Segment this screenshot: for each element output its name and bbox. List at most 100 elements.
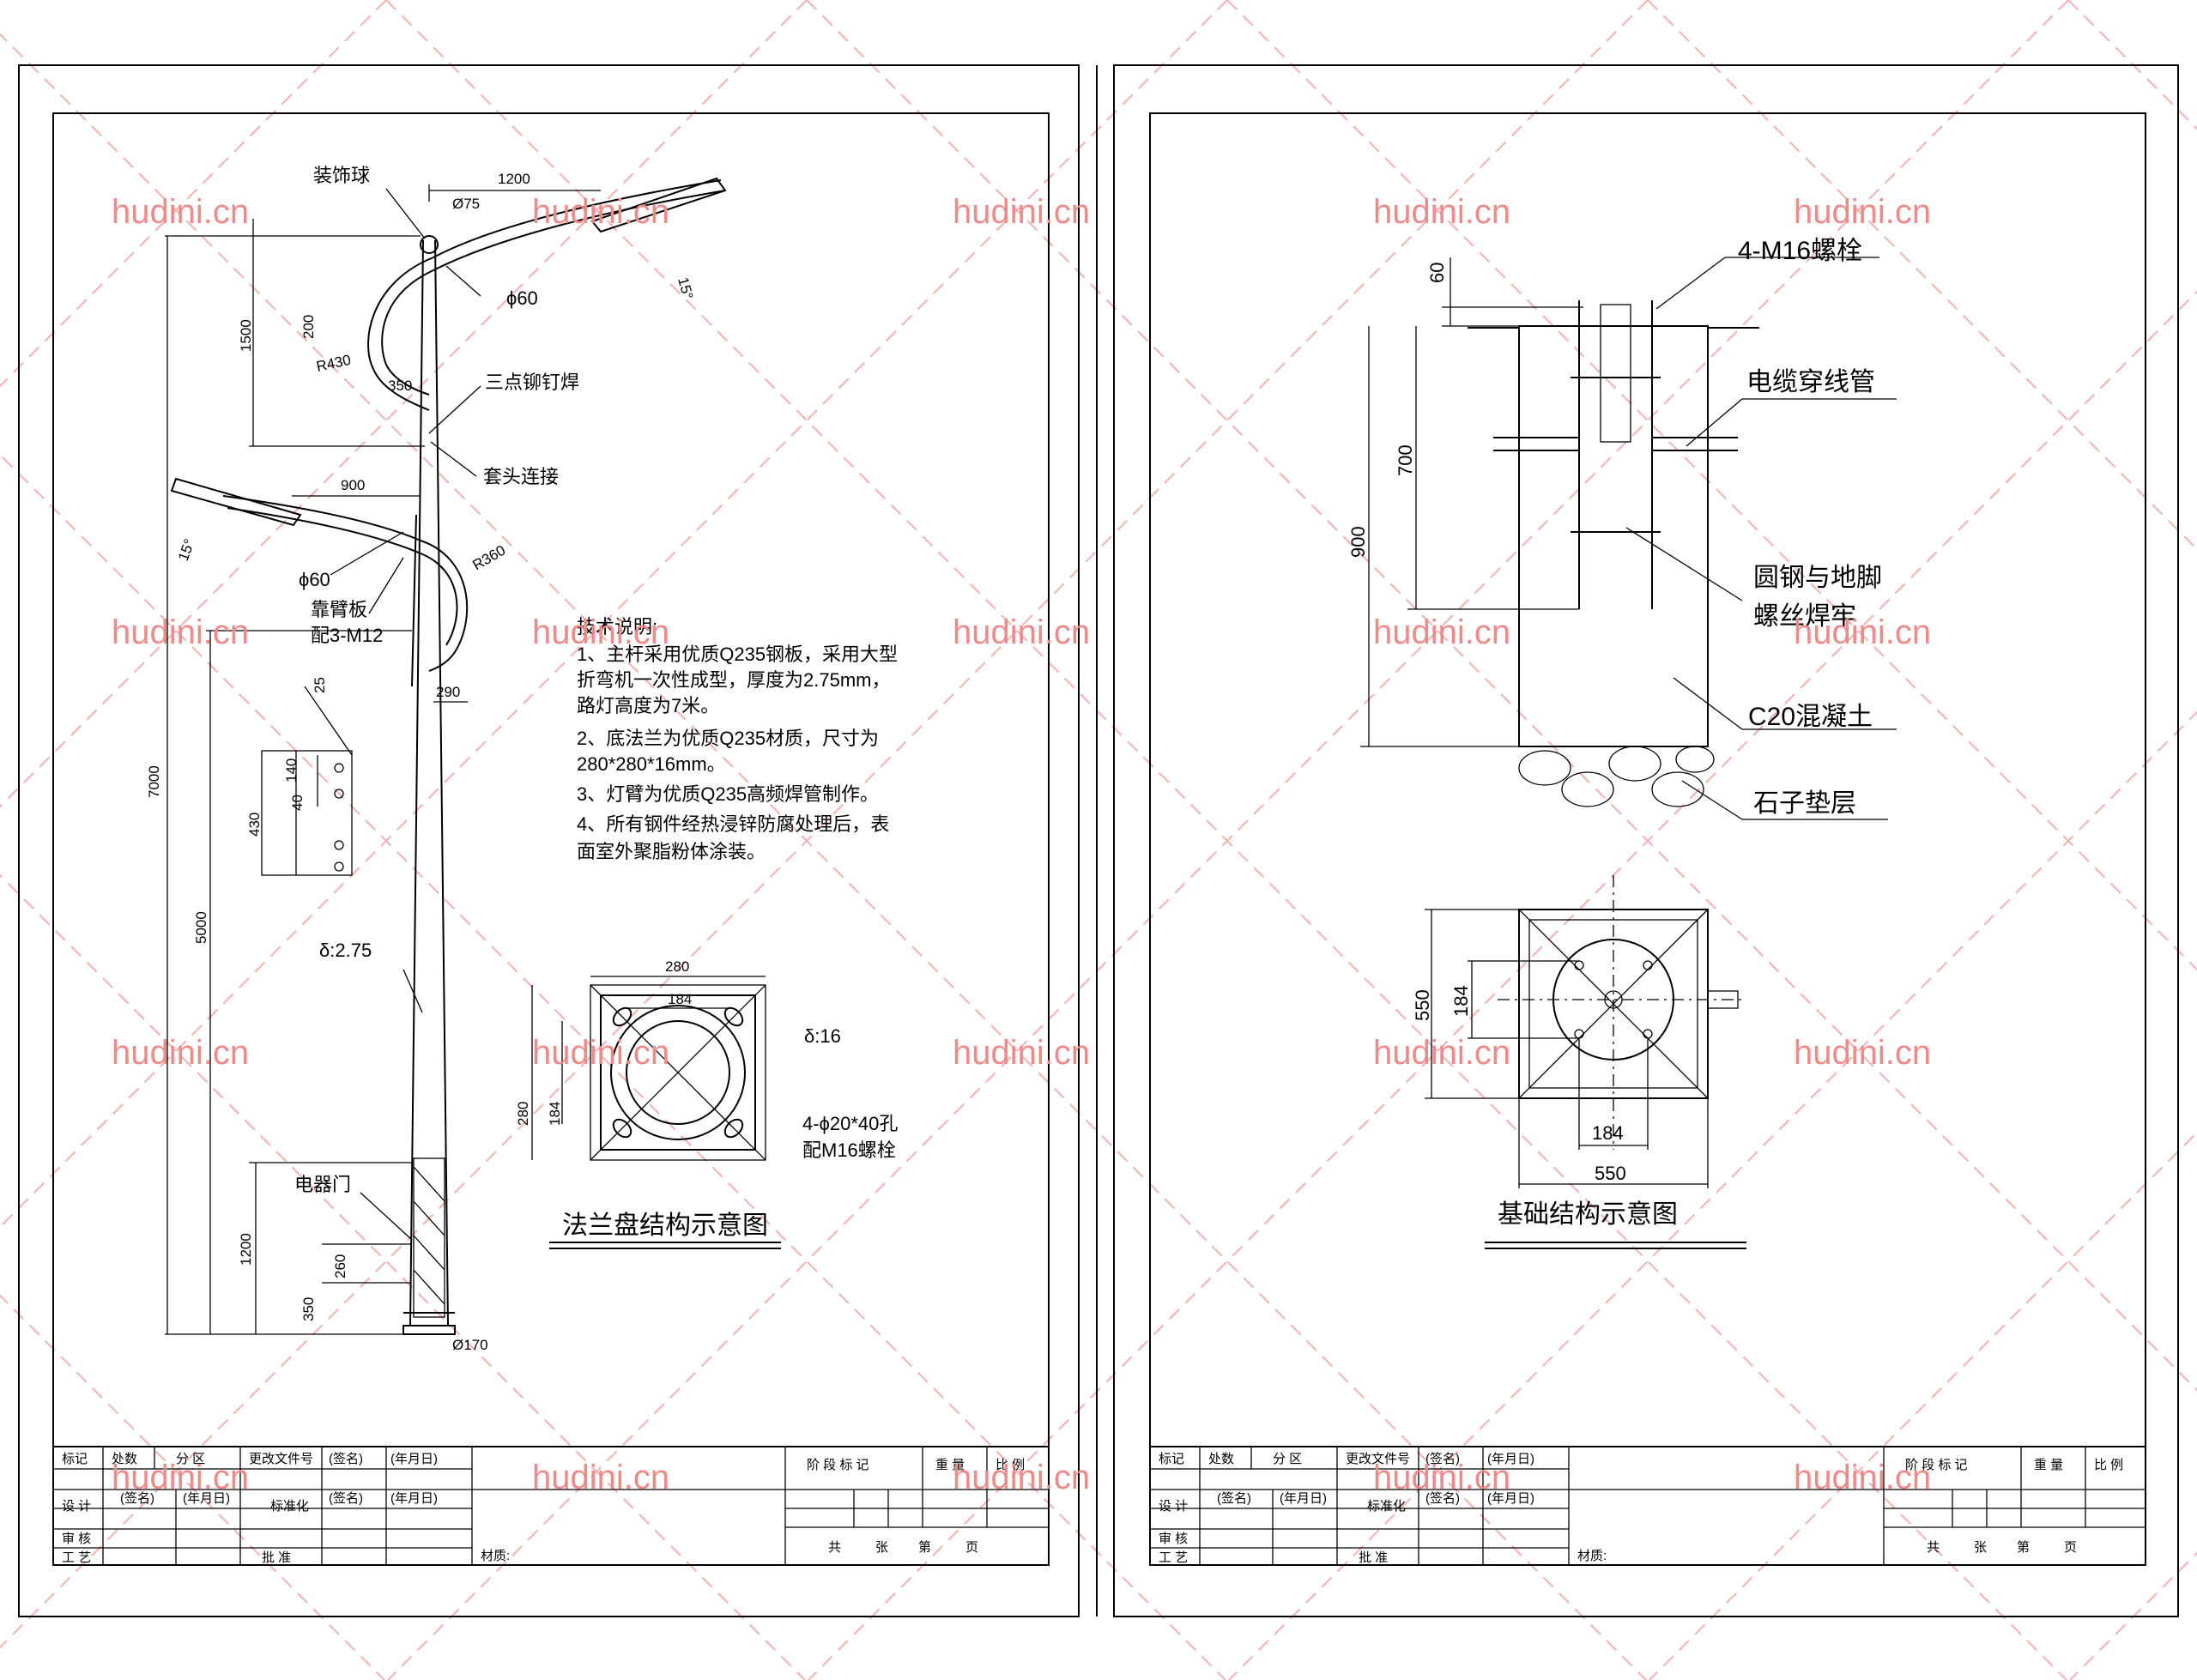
tb-cell: 审 核 [62, 1532, 91, 1546]
label-plate: 靠臂板 [311, 599, 367, 620]
tb-cell: 处数 [1208, 1452, 1234, 1466]
plan-dim-550-side: 550 [1412, 989, 1433, 1021]
tb-cell: 标准化 [1367, 1499, 1406, 1514]
watermark-line [0, 0, 387, 388]
flange-title: 法兰盘结构示意图 [562, 1212, 768, 1240]
tb-cell: (签名) [1425, 1452, 1460, 1466]
watermark-label: hudini.cn [112, 1034, 249, 1072]
dim-900: 900 [341, 477, 365, 493]
watermark-text: hudini.cn hudini.cn hudini.cn hudini.cn hudi… [112, 193, 1931, 1496]
tb-cell: 第 [2017, 1539, 2030, 1555]
tb-cell: 比 例 [996, 1458, 1025, 1472]
flange-thickness: δ:16 [804, 1025, 841, 1047]
plan-dim-184-side: 184 [1450, 985, 1472, 1017]
label-weld: 圆钢与地脚 [1753, 564, 1882, 592]
tb-cell: 批 准 [1359, 1550, 1388, 1565]
tb-cell: (年月日) [390, 1491, 438, 1506]
dim-1200: 1200 [498, 171, 530, 187]
notes-line: 280*280*16mm。 [577, 753, 726, 775]
tb-cell: (年月日) [390, 1452, 438, 1466]
watermark-line [387, 0, 2069, 1680]
flange-dim-184-top: 184 [668, 991, 692, 1007]
flange-diagram [531, 976, 781, 1249]
label-concrete: C20混凝土 [1748, 703, 1873, 731]
watermark-line [0, 453, 1226, 1680]
notes-line: 面室外聚脂粉体涂装。 [577, 841, 766, 862]
found-dim-60: 60 [1426, 263, 1448, 283]
watermark-line [0, 0, 1228, 1229]
tb-cell: 第 [918, 1539, 931, 1555]
dim-25: 25 [312, 677, 328, 693]
label-thickness: δ:2.75 [319, 940, 372, 961]
tb-cell: (年月日) [1280, 1491, 1327, 1506]
flange-bolts: 配M16螺栓 [802, 1139, 896, 1161]
watermark-line [1228, 710, 2197, 1680]
label-weld2: 螺丝焊牢 [1753, 602, 1856, 631]
label-gravel: 石子垫层 [1753, 789, 1856, 818]
flange-dim-280-top: 280 [665, 958, 689, 975]
foundation-section [1360, 257, 1897, 820]
tb-cell: (签名) [120, 1491, 154, 1506]
dim-430: 430 [246, 813, 263, 837]
watermark-label: hudini.cn [953, 613, 1090, 651]
watermark-label: hudini.cn [1794, 1459, 1931, 1496]
watermark-line [0, 0, 808, 808]
dim-260: 260 [332, 1254, 348, 1278]
watermark-label: hudini.cn [1794, 193, 1931, 231]
watermark-label: hudini.cn [1373, 1034, 1510, 1072]
watermark-line [808, 290, 2197, 1680]
dim-350b: 350 [300, 1297, 317, 1321]
watermark-line [0, 873, 806, 1680]
watermark-label: hudini.cn [532, 1034, 669, 1072]
label-weld3: 三点铆钉焊 [485, 372, 579, 393]
flange-dim-280-side: 280 [515, 1102, 531, 1126]
watermark-label: hudini.cn [532, 193, 669, 231]
tb-cell: 设 计 [1159, 1499, 1188, 1514]
label-plate-bolt: 配3-M12 [311, 625, 383, 646]
tb-cell: 页 [2064, 1540, 2077, 1555]
dim-290: 290 [436, 684, 460, 700]
tb-cell: 重 量 [2034, 1458, 2063, 1472]
watermark-label: hudini.cn [112, 613, 249, 651]
watermark-line [806, 0, 2197, 1392]
title-block-1 [52, 1446, 1050, 1566]
plan-dim-184-bottom: 184 [1592, 1122, 1624, 1144]
tb-cell: 标准化 [270, 1499, 309, 1514]
notes-line: 4、所有钢件经热浸锌防腐处理后，表 [577, 813, 889, 835]
notes-line: 3、灯臂为优质Q235高频焊管制作。 [577, 783, 879, 805]
tb-cell: 共 [1927, 1540, 1940, 1555]
notes-line: 路灯高度为7米。 [577, 695, 719, 716]
label-bolt: 4-M16螺栓 [1738, 237, 1862, 265]
watermark-label: hudini.cn [953, 1459, 1090, 1496]
dim-75: Ø75 [452, 196, 480, 212]
watermark-label: hudini.cn [1794, 613, 1931, 651]
watermark-label: hudini.cn [112, 1459, 249, 1496]
tb-cell: 共 [828, 1540, 841, 1555]
dim-350a: 350 [388, 378, 412, 394]
tb-cell: (年月日) [183, 1491, 230, 1506]
pole-elevation [170, 177, 727, 1335]
tb-cell: 张 [1974, 1540, 1987, 1555]
dim-1500: 1500 [238, 319, 254, 352]
dim-40: 40 [289, 795, 306, 811]
tb-cell: (年月日) [1487, 1491, 1534, 1506]
tb-cell: 分 区 [1273, 1452, 1302, 1466]
watermark-line [0, 33, 1647, 1680]
technical-notes: 技术说明: 1、主杆采用优质Q235钢板，采用大型 折弯机一次性成型，厚度为2.… [577, 616, 898, 862]
watermark-label: hudini.cn [953, 1034, 1090, 1072]
watermark-label: hudini.cn [532, 613, 669, 651]
pole-dimensions [165, 184, 601, 1335]
watermark-line [1647, 0, 2197, 551]
tb-cell: (签名) [329, 1491, 363, 1506]
foundation-title: 基础结构示意图 [1498, 1200, 1678, 1229]
watermark-label: hudini.cn [1373, 613, 1510, 651]
tb-cell: 审 核 [1159, 1532, 1188, 1546]
dim-170: Ø170 [452, 1337, 488, 1353]
tb-cell: 阶 段 标 记 [1905, 1458, 1968, 1472]
label-phi60-upper: ϕ60 [506, 287, 538, 309]
tb-cell: 处数 [112, 1452, 137, 1466]
label-phi60-lower: ϕ60 [299, 569, 330, 590]
tb-cell: 更改文件号 [1346, 1452, 1410, 1466]
